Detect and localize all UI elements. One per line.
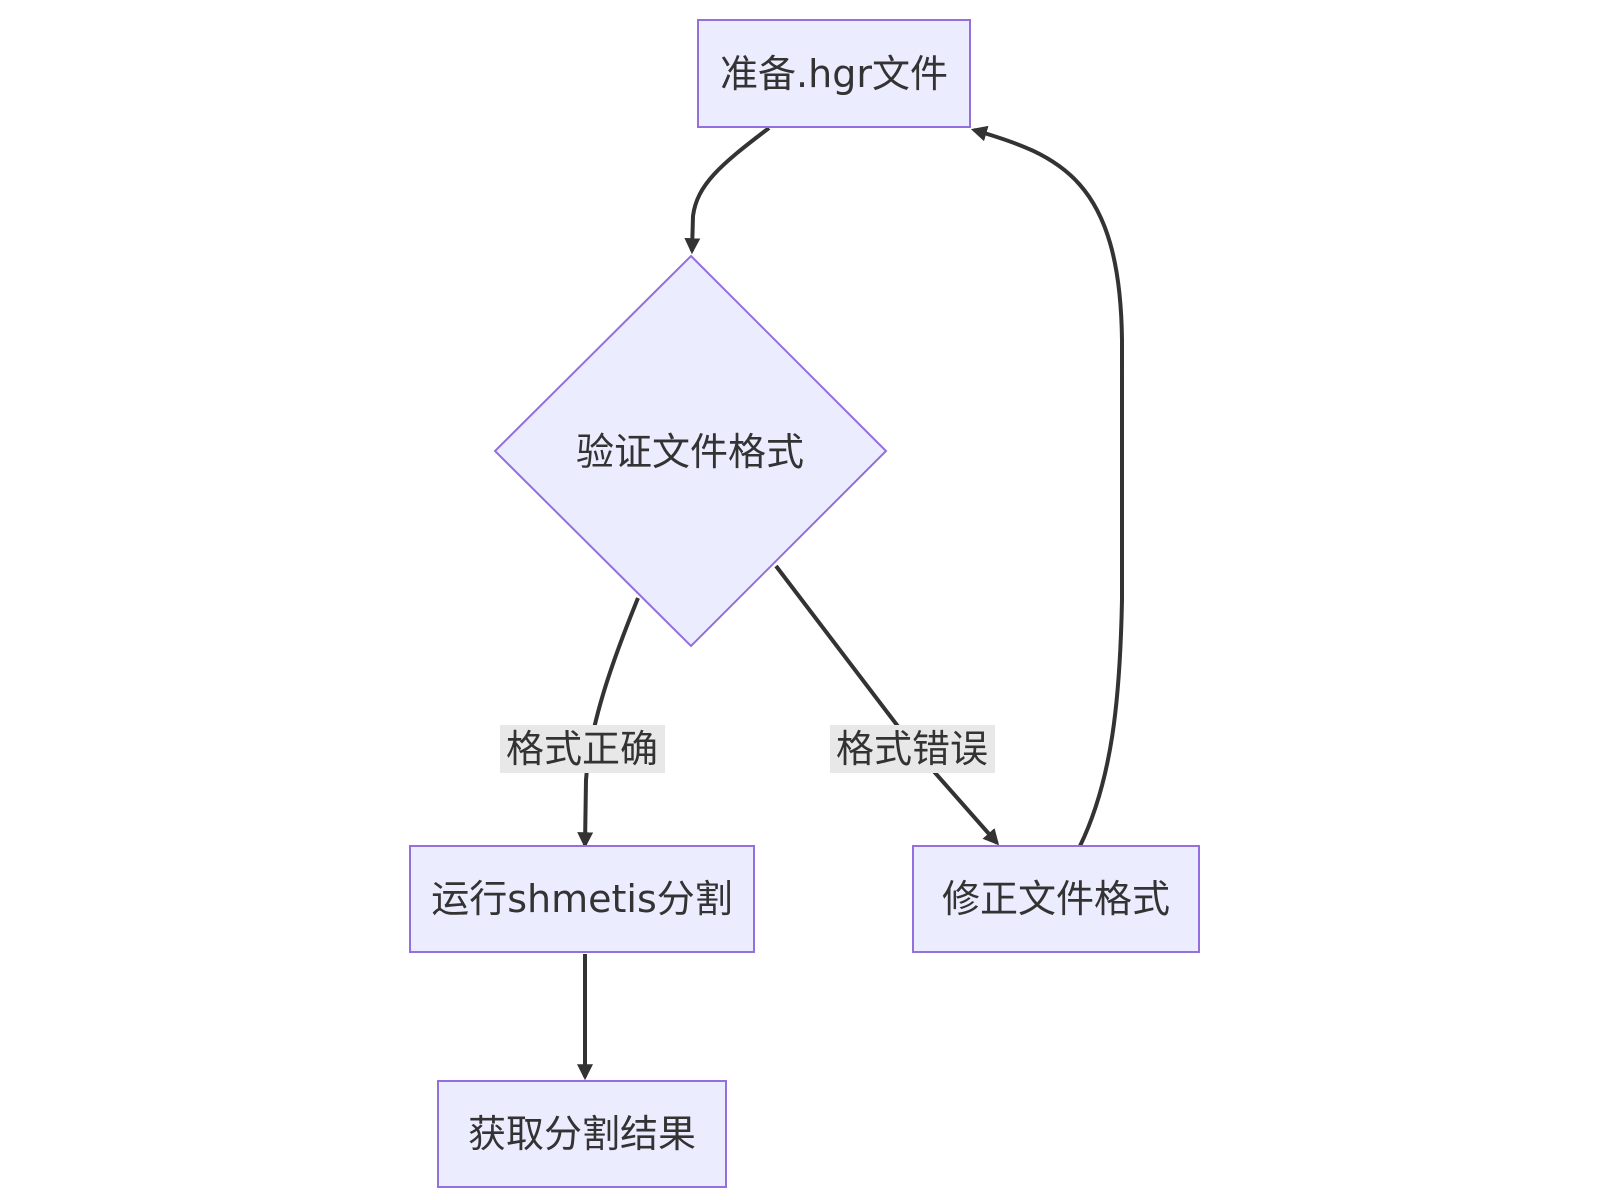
node-prepare-label: 准备.hgr文件 (720, 52, 948, 96)
node-validate-file-format[interactable]: 验证文件格式 (493, 254, 888, 648)
node-get-partition-result[interactable]: 获取分割结果 (437, 1080, 727, 1188)
node-run-shmetis-partition[interactable]: 运行shmetis分割 (409, 845, 755, 953)
node-result-box (437, 1080, 727, 1188)
edge-label-format-correct-text: 格式正确 (506, 727, 658, 771)
edge-label-format-correct: 格式正确 (500, 725, 665, 773)
edge-label-background (500, 725, 665, 773)
edge-validate-to-fix (774, 564, 1000, 846)
edge-label-format-error: 格式错误 (830, 725, 995, 773)
node-prepare-box (697, 19, 971, 128)
node-run-box (409, 845, 755, 953)
node-run-label: 运行shmetis分割 (431, 877, 733, 921)
decision-diamond (493, 254, 888, 648)
edge-prepare-to-validate (684, 126, 771, 255)
edge-validate-to-run (577, 597, 640, 849)
edge-fix-to-prepare (970, 125, 1124, 847)
node-fix-label: 修正文件格式 (942, 877, 1170, 921)
node-prepare-hgr-file[interactable]: 准备.hgr文件 (697, 19, 971, 128)
node-result-label: 获取分割结果 (468, 1112, 696, 1156)
edge-label-background (830, 725, 995, 773)
node-fix-box (912, 845, 1200, 953)
node-fix-file-format[interactable]: 修正文件格式 (912, 845, 1200, 953)
edge-label-format-error-text: 格式错误 (836, 727, 988, 771)
node-validate-label: 验证文件格式 (576, 430, 804, 474)
